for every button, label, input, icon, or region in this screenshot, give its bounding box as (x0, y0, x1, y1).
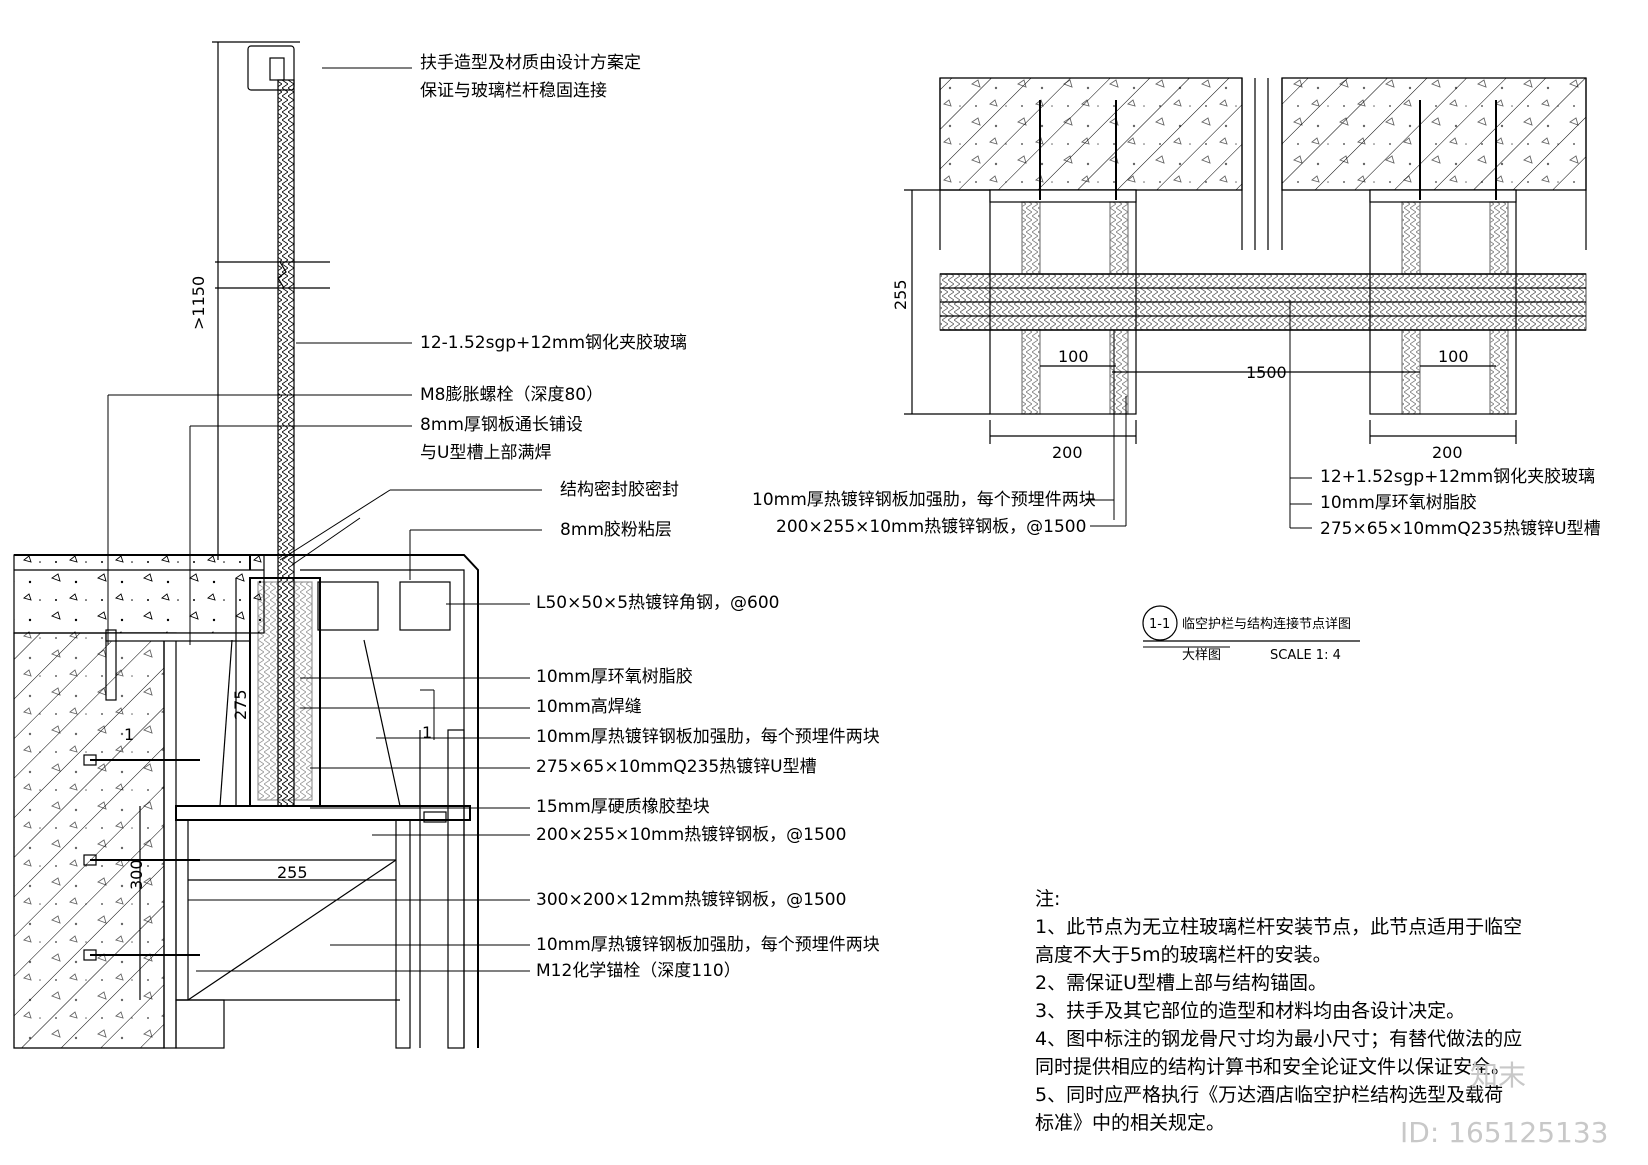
section-mark-left: 1 (124, 725, 134, 744)
label-epoxy: 10mm厚环氧树脂胶 (536, 667, 693, 687)
title-subtitle: 大样图 (1182, 648, 1221, 663)
label-plate-300: 300×200×12mm热镀锌钢板，@1500 (536, 890, 846, 910)
label-chemical-anchor: M12化学锚栓（深度110） (536, 961, 741, 981)
left-leaders (107, 67, 542, 972)
watermark-id: ID: 165125133 (1400, 1116, 1608, 1149)
label-handrail: 扶手造型及材质由设计方案定 (420, 53, 641, 73)
label-expansion-bolt: M8膨胀螺栓（深度80） (420, 385, 603, 405)
label-weld: 10mm高焊缝 (536, 697, 642, 717)
watermark-logo: 知末 (1470, 1059, 1526, 1092)
note-line-1: 1、此节点为无立柱玻璃栏杆安装节点，此节点适用于临空 (1035, 916, 1522, 938)
handrail (247, 45, 295, 91)
right-height-dim: 255 (891, 279, 910, 310)
label-angle-steel: L50×50×5热镀锌角钢，@600 (536, 593, 780, 613)
note-line-8: 标准》中的相关规定。 (1035, 1112, 1225, 1134)
label-u-channel: 275×65×10mmQ235热镀锌U型槽 (536, 757, 817, 777)
label-steel-plate: 8mm厚钢板通长铺设 (420, 415, 583, 435)
label-rib-plate: 10mm厚热镀锌钢板加强肋，每个预埋件两块 (536, 727, 880, 747)
u-channel-height-dim: 275 (231, 689, 250, 720)
label-rib-plate-2: 10mm厚热镀锌钢板加强肋，每个预埋件两块 (536, 935, 880, 955)
note-line-2: 高度不大于5m的玻璃栏杆的安装。 (1035, 944, 1332, 966)
plate-left-dim: 200 (1052, 443, 1083, 462)
label-right-u-channel: 275×65×10mmQ235热镀锌U型槽 (1320, 519, 1601, 539)
label-glass: 12-1.52sgp+12mm钢化夹胶玻璃 (420, 333, 687, 353)
note-line-3: 2、需保证U型槽上部与结构锚固。 (1035, 972, 1327, 994)
right-section (904, 77, 1587, 444)
notes-heading: 注: (1035, 888, 1060, 910)
base-height-dim: 300 (127, 859, 146, 890)
label-plate-200: 200×255×10mm热镀锌钢板，@1500 (536, 825, 846, 845)
label-right-plate: 200×255×10mm热镀锌钢板，@1500 (776, 517, 1086, 537)
label-steel-plate-2: 与U型槽上部满焊 (420, 443, 551, 463)
left-labels: 扶手造型及材质由设计方案定 保证与玻璃栏杆稳固连接 12-1.52sgp+12m… (420, 53, 880, 981)
note-line-7: 5、同时应严格执行《万达酒店临空护栏结构选型及载荷 (1035, 1084, 1503, 1106)
anchor-bolts (83, 629, 200, 961)
height-dim: >1150 (189, 276, 208, 330)
label-right-epoxy: 10mm厚环氧树脂胶 (1320, 493, 1477, 513)
right-dimension-texts: 255 100 100 200 200 1500 (891, 279, 1469, 462)
label-right-glass: 12+1.52sgp+12mm钢化夹胶玻璃 (1320, 467, 1595, 487)
label-rubber-pad: 15mm厚硬质橡胶垫块 (536, 797, 710, 817)
label-sealant: 结构密封胶密封 (560, 480, 679, 500)
title-text: 临空护栏与结构连接节点详图 (1182, 616, 1351, 632)
title-scale: SCALE 1: 4 (1270, 648, 1341, 663)
floor-slab (13, 554, 265, 634)
section-mark: 1 (422, 723, 432, 742)
rib-spacing-left: 100 (1058, 347, 1089, 366)
plate-width-dim: 255 (277, 863, 308, 882)
watermark: 知末 ID: 165125133 (1400, 1059, 1608, 1149)
right-labels: 10mm厚热镀锌钢板加强肋，每个预埋件两块 200×255×10mm热镀锌钢板，… (752, 467, 1601, 539)
right-leaders (1086, 300, 1312, 529)
title-block: 1-1 临空护栏与结构连接节点详图 大样图 SCALE 1: 4 (1142, 605, 1360, 663)
note-line-5: 4、图中标注的钢龙骨尺寸均为最小尺寸；有替代做法的应 (1035, 1028, 1522, 1050)
label-right-rib: 10mm厚热镀锌钢板加强肋，每个预埋件两块 (752, 490, 1096, 510)
note-line-4: 3、扶手及其它部位的造型和材料均由各设计决定。 (1035, 1000, 1465, 1022)
plate-right-dim: 200 (1432, 443, 1463, 462)
base-plate (175, 805, 471, 821)
label-adhesive-layer: 8mm胶粉粘层 (560, 520, 672, 540)
left-section (13, 41, 479, 1049)
left-dimension-texts: >1150 275 300 255 1 1 (124, 276, 432, 890)
note-line-6: 同时提供相应的结构计算书和安全论证文件以保证安全。 (1035, 1056, 1510, 1078)
label-handrail-2: 保证与玻璃栏杆稳固连接 (420, 81, 607, 101)
rib-spacing-right: 100 (1438, 347, 1469, 366)
title-number: 1-1 (1149, 617, 1170, 632)
notes: 注: 1、此节点为无立柱玻璃栏杆安装节点，此节点适用于临空 高度不大于5m的玻璃… (1035, 888, 1522, 1134)
span-dim: 1500 (1246, 363, 1287, 382)
